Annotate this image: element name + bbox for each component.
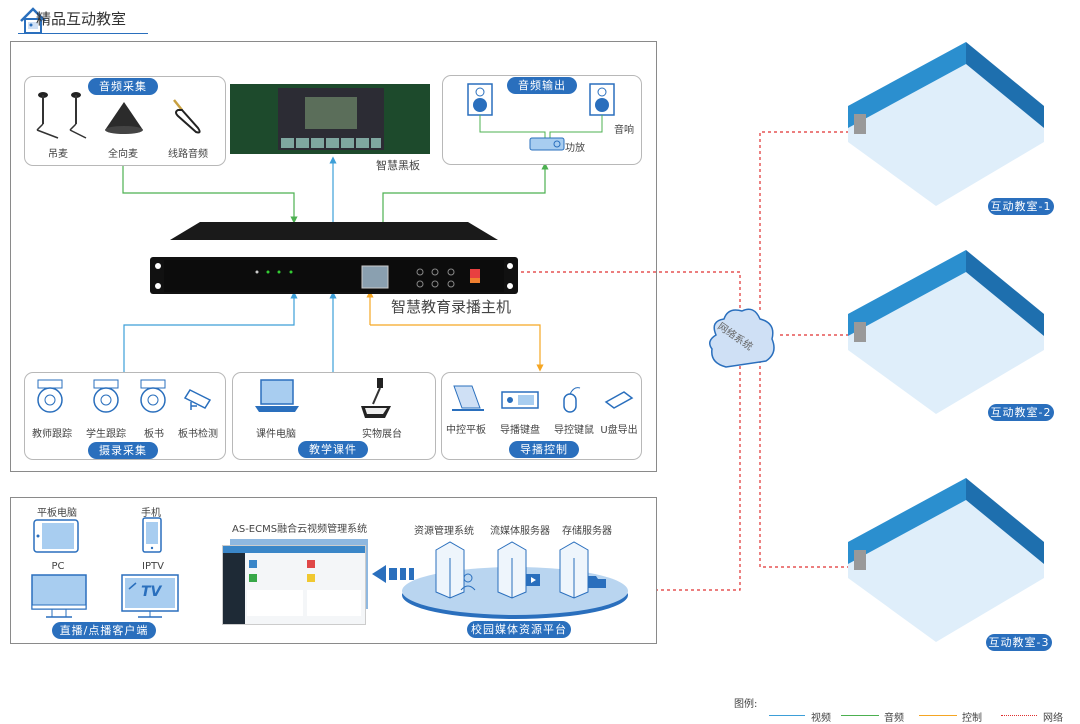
legend-network-label: 网络 [1043,713,1063,724]
director-icons [452,385,634,413]
iptv-client-label: IPTV [142,561,164,572]
storage-server-label: 存储服务器 [562,526,612,537]
legend-audio-swatch [841,715,879,716]
pc-client-label: PC [51,561,65,572]
network-line [759,131,850,310]
ptz-camera-icon [140,379,166,413]
speakers-amp-icon [467,83,615,151]
ptz-camera-icon [37,379,63,413]
cms-screenshot [222,545,366,625]
rack-recorder-icon [150,222,518,294]
courseware-pc-label: 课件电脑 [256,429,296,440]
visualizer-label: 实物展台 [362,429,402,440]
classroom-2-label: 互动教室-2 [988,404,1054,421]
resource-mgmt-label: 资源管理系统 [414,526,474,537]
legend-control-label: 控制 [962,713,982,724]
courseware-icons [255,378,391,418]
tablet-icon [33,519,79,553]
classroom-1-label: 互动教室-1 [988,198,1054,215]
legend-network-swatch [1001,715,1037,716]
laptop-icon [255,379,299,412]
classroom-3-illustration [848,478,1044,642]
cloud-icon [709,308,775,368]
tablet-icon [452,385,484,411]
network-line [515,271,741,315]
server-icons [435,541,606,599]
control-line [370,324,544,372]
audio-capture-title: 音频采集 [88,78,158,95]
legend-video-swatch [769,715,805,716]
classroom-1-illustration [848,42,1044,206]
courseware-title: 教学课件 [298,441,368,458]
hanging-mic-label: 吊麦 [48,149,68,160]
recorder-label: 智慧教育录播主机 [391,298,512,316]
omni-mic-label: 全向麦 [108,149,138,160]
usb-drive-icon [604,391,634,409]
line-audio-label: 线路音频 [168,149,208,160]
network-line [625,360,741,591]
ptz-camera-icon [93,379,119,413]
director-keyboard-label: 导播键盘 [500,425,540,436]
control-tablet-label: 中控平板 [446,425,486,436]
server-user-icon [435,541,476,599]
board-label: 板书 [144,429,164,440]
audio-line [122,165,298,224]
phone-client-label: 手机 [141,508,161,519]
classroom-3-label: 互动教室-3 [986,634,1052,651]
client-icons-top [33,517,162,553]
cms-label: AS-ECMS融合云视频管理系统 [232,524,368,535]
document-camera-icon [361,378,391,418]
legend-audio-label: 音频 [884,713,904,724]
client-icons-bottom [31,574,179,618]
cameras-icon [37,379,212,413]
smart-blackboard-label: 智慧黑板 [376,159,420,172]
monitor-icon [31,574,87,618]
audio-output-title: 音频输出 [507,77,577,94]
board-detect-label: 板书检测 [178,429,218,440]
legend-control-swatch [919,715,957,716]
arrow-left-icon [372,565,414,583]
legend-video-label: 视频 [811,713,831,724]
streaming-server-label: 流媒体服务器 [490,526,550,537]
phone-icon [142,517,162,553]
teacher-track-label: 教师跟踪 [32,429,72,440]
tv-icon [121,574,179,618]
capture-group [24,372,226,460]
server-folder-icon [559,541,606,599]
capture-title: 摄录采集 [88,442,158,459]
keyboard-icon [501,391,539,409]
network-line [759,360,850,568]
classroom-2-illustration [848,250,1044,414]
mouse-icon [563,387,581,413]
tablet-client-label: 平板电脑 [37,508,77,519]
director-mouse-label: 导控键鼠 [554,425,594,436]
omni-mic-icon [105,102,143,134]
platform-title: 校园媒体资源平台 [467,621,571,638]
video-line [123,291,298,372]
legend-title: 图例: [734,699,758,710]
director-title: 导播控制 [509,441,579,458]
title-underline [18,33,148,34]
speaker-label: 音响 [614,125,634,136]
page-title: 精品互动教室 [36,10,127,28]
amp-label: 功放 [565,143,585,154]
audio-line [382,162,549,222]
bullet-camera-icon [183,389,212,410]
smart-blackboard-icon [230,84,430,154]
student-track-label: 学生跟踪 [86,429,126,440]
hanging-mic-icon [36,92,87,139]
audio-cable-icon [173,99,201,134]
tv-text: TV [141,584,162,600]
clients-title: 直播/点播客户端 [52,622,156,639]
usb-export-label: U盘导出 [600,425,638,436]
server-video-icon [497,541,540,599]
